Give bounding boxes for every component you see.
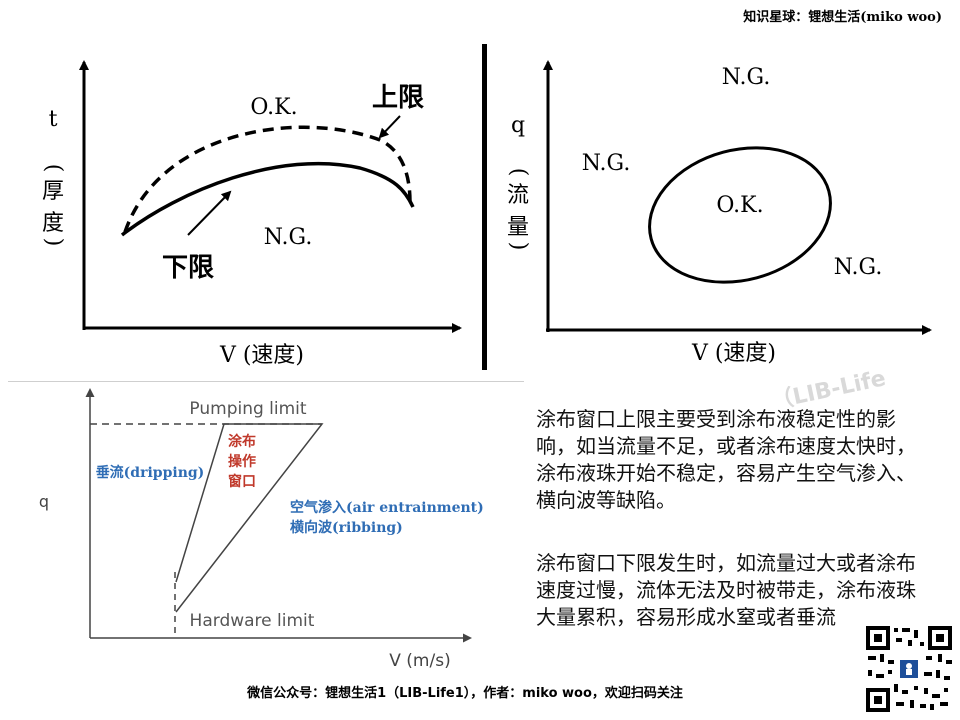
ok-region-ellipse [648,146,832,284]
y-axis-symbol: q [511,113,525,138]
air-entrainment-label: 空气渗入(air entrainment) [290,499,484,516]
x-axis-label: V (速度) [691,341,776,366]
section-divider [8,381,524,382]
y-axis-char: ( [41,164,66,173]
lower-limit-curve [120,161,415,237]
ok-region-label: O.K. [250,95,297,120]
hardware-limit-label: Hardware limit [190,611,315,631]
dripping-label: 垂流(dripping) [96,464,205,481]
y-axis-label: q [39,492,49,511]
window-label-line: 涂布 [228,433,256,450]
y-axis-char: 量 [507,215,529,240]
window-label-line: 窗口 [228,473,256,490]
pumping-limit-label: Pumping limit [189,399,307,419]
x-axis-label: V (m/s) [389,651,450,671]
ng-left-label: N.G. [582,151,631,176]
ng-top-label: N.G. [722,65,771,90]
coating-window-boundary [175,423,324,613]
lower-limit-arrow [187,190,232,236]
upper-limit-arrow [378,115,401,139]
y-axis-char: 度 [42,211,64,236]
y-axis-char: 厚 [42,179,64,204]
y-axis-symbol: t [49,107,58,132]
ok-region-label: O.K. [716,193,763,218]
y-axis-char: ) [506,242,531,251]
explanation-upper-limit: 涂布窗口上限主要受到涂布液稳定性的影响，如当流量不足，或者涂布速度太快时，涂布液… [536,407,916,512]
lower-limit-label: 下限 [162,253,214,283]
qr-code [864,624,954,714]
x-axis-label: V (速度) [219,343,304,368]
source-note: 知识星球：锂想生活(miko woo) [743,10,942,25]
upper-limit-curve [123,125,412,233]
ng-region-label: N.G. [264,225,313,250]
flow-speed-diagram: q ( 流 量 ) V (速度) N.G. N.G. O.K. N.G. [506,60,932,366]
footer-note: 微信公众号：锂想生活1（LIB-Life1），作者：miko woo，欢迎扫码关… [247,686,683,701]
coating-window-diagram: q V (m/s) Pumping limit Hardware limit 垂… [39,388,484,671]
panel-divider [482,44,487,370]
y-axis-char: ) [41,238,66,247]
y-axis-char: 流 [507,183,529,208]
explanation-lower-limit: 涂布窗口下限发生时，如流量过大或者涂布速度过慢，流体无法及时被带走，涂布液珠大量… [536,551,916,629]
ng-right-label: N.G. [834,255,883,280]
y-axis-char: ( [506,168,531,177]
thickness-speed-diagram: t ( 厚 度 ) V (速度) O.K. N.G. 上限 下限 [41,60,462,368]
window-label-line: 操作 [228,453,256,470]
upper-limit-label: 上限 [372,83,424,113]
ribbing-label: 横向波(ribbing) [290,519,403,536]
